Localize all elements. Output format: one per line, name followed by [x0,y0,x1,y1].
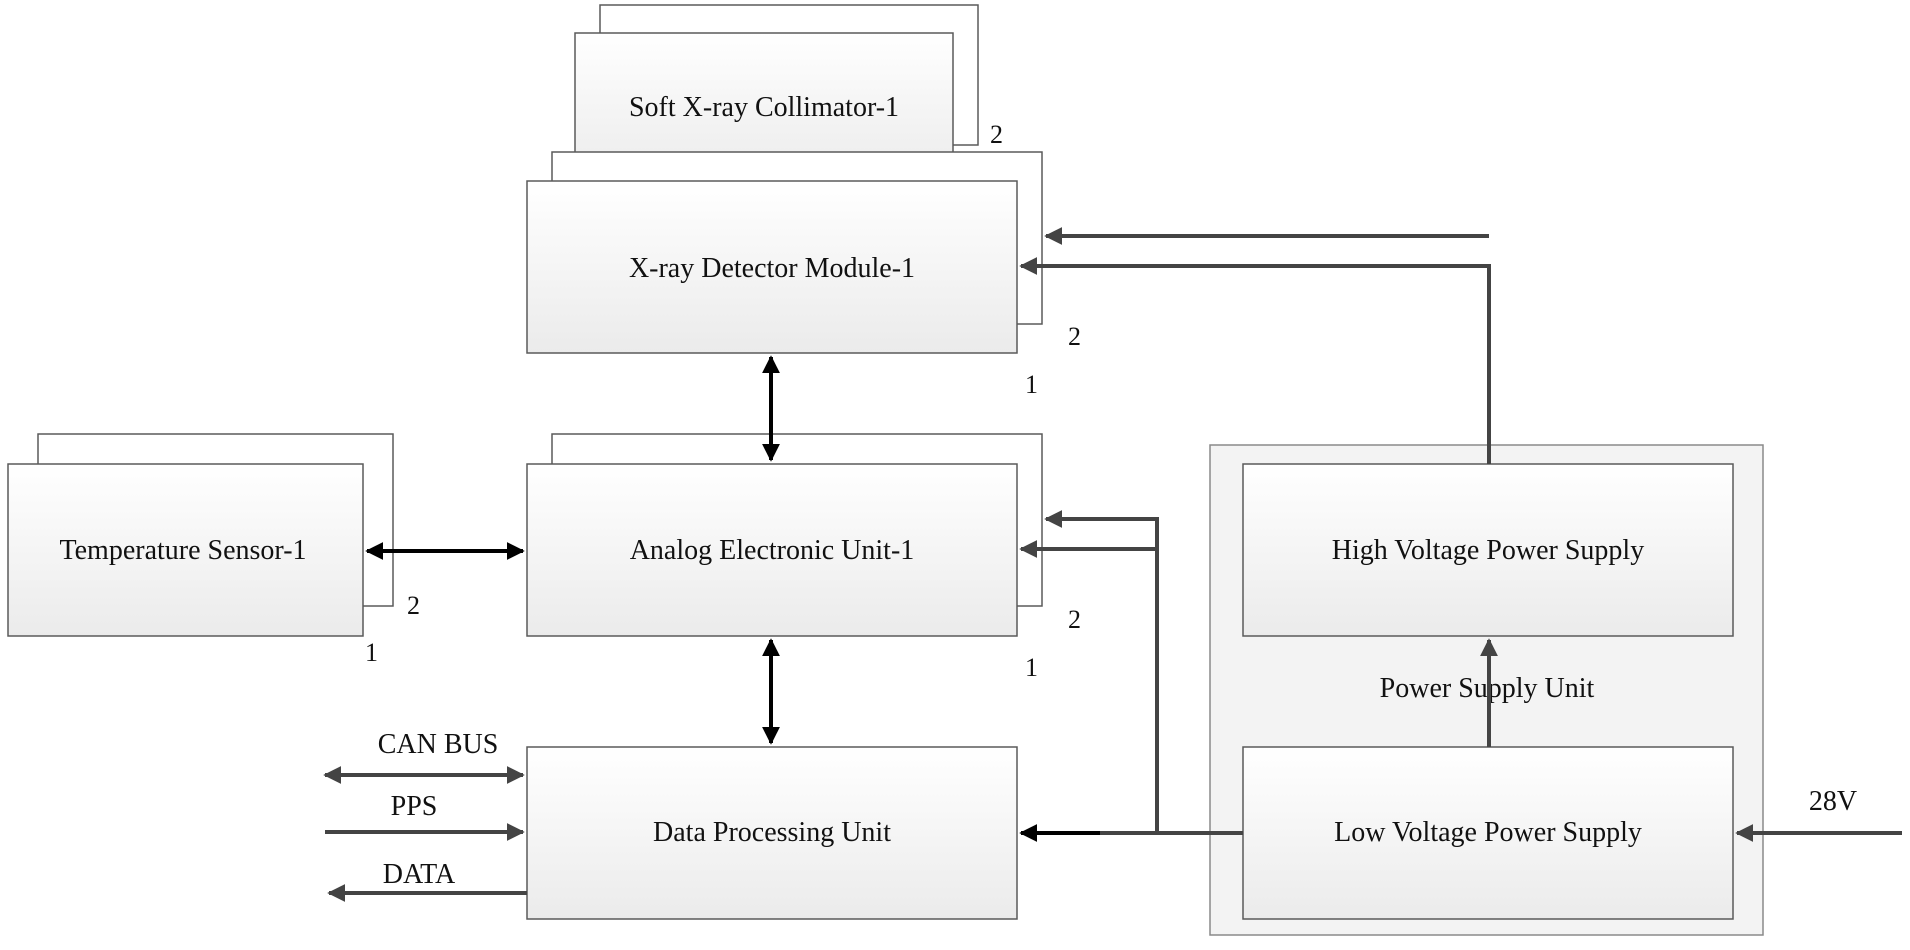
collimator-label: Soft X-ray Collimator-1 [629,92,899,123]
analog-stack-front-number: 1 [1025,653,1038,682]
detector-front-card [526,180,1018,354]
input-28v-label: 28V [1809,786,1857,817]
hv-to-detector-front-link [1019,257,1491,464]
lv-to-analog-back-link [1044,510,1159,833]
connectors [323,227,1902,902]
temperature-stack-front-number: 1 [365,638,378,667]
low-voltage-supply-block: Low Voltage Power Supply [1242,746,1734,920]
hv-label: High Voltage Power Supply [1332,535,1644,566]
detector-stack-front-number: 1 [1025,370,1038,399]
detector-block: X-ray Detector Module-1 2 1 [526,151,1081,399]
temperature-label: Temperature Sensor-1 [59,535,306,566]
pps-label: PPS [391,791,438,822]
detector-stack-back-number: 2 [1068,322,1081,351]
dpu-card [526,746,1018,920]
dpu-label: Data Processing Unit [653,817,891,848]
temperature-stack-back-number: 2 [407,591,420,620]
data-label: DATA [383,859,456,890]
temperature-front-card [7,463,364,637]
analog-front-card [526,463,1018,637]
analog-stack-back-number: 2 [1068,605,1081,634]
detector-label: X-ray Detector Module-1 [629,253,915,284]
can-bus-label: CAN BUS [378,729,499,760]
analog-label: Analog Electronic Unit-1 [630,535,915,566]
high-voltage-supply-block: High Voltage Power Supply [1242,463,1734,637]
temperature-sensor-block: Temperature Sensor-1 2 1 [7,433,420,667]
collimator-stack-back-number: 2 [990,120,1003,149]
lv-label: Low Voltage Power Supply [1334,817,1642,848]
lv-to-analog-front-link [1019,540,1159,833]
analog-unit-block: Analog Electronic Unit-1 2 1 [526,433,1081,682]
data-processing-unit-block: Data Processing Unit [526,746,1018,920]
hv-card [1242,463,1734,637]
